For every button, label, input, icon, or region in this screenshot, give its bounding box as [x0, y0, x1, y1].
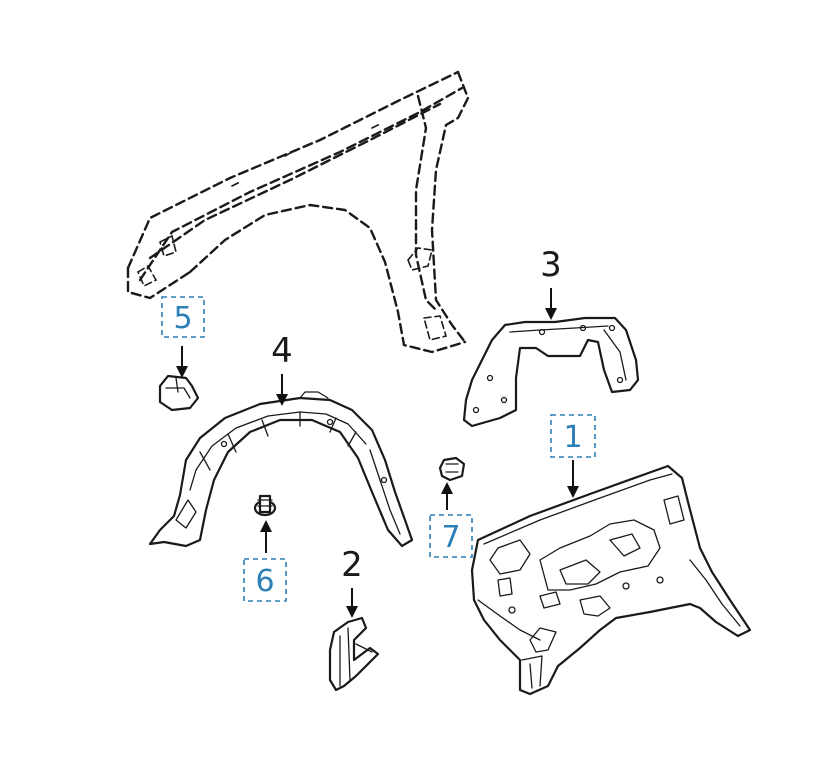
- part-7-grommet: [438, 456, 466, 482]
- callout-5-label: 5: [173, 301, 192, 336]
- arrow-2: [346, 588, 358, 618]
- part-1-apron-assembly: [470, 464, 752, 696]
- arrow-4: [276, 374, 288, 406]
- callout-3[interactable]: 3: [540, 245, 562, 285]
- callout-4[interactable]: 4: [271, 331, 293, 371]
- part-4-fender-liner: [148, 391, 414, 548]
- callout-7[interactable]: 7: [429, 514, 473, 558]
- callout-7-label: 7: [441, 520, 460, 555]
- part-6-push-pin: [253, 494, 277, 517]
- arrow-3: [545, 288, 557, 320]
- callout-2-label: 2: [341, 545, 363, 585]
- part-3-splash-shield: [462, 316, 640, 428]
- part-2-bracket: [328, 616, 380, 692]
- callout-1[interactable]: 1: [550, 414, 596, 458]
- arrow-1: [567, 460, 579, 498]
- callout-3-label: 3: [540, 245, 562, 285]
- callout-4-label: 4: [271, 331, 293, 371]
- arrow-6: [260, 520, 272, 553]
- callout-2[interactable]: 2: [341, 545, 363, 585]
- fender-outline: [126, 70, 470, 354]
- callout-5[interactable]: 5: [161, 296, 205, 338]
- arrow-5: [176, 346, 188, 378]
- part-5-clip: [158, 374, 200, 412]
- callout-6[interactable]: 6: [243, 558, 287, 602]
- callout-1-label: 1: [563, 420, 582, 455]
- callout-6-label: 6: [255, 564, 274, 599]
- arrow-7: [441, 482, 453, 510]
